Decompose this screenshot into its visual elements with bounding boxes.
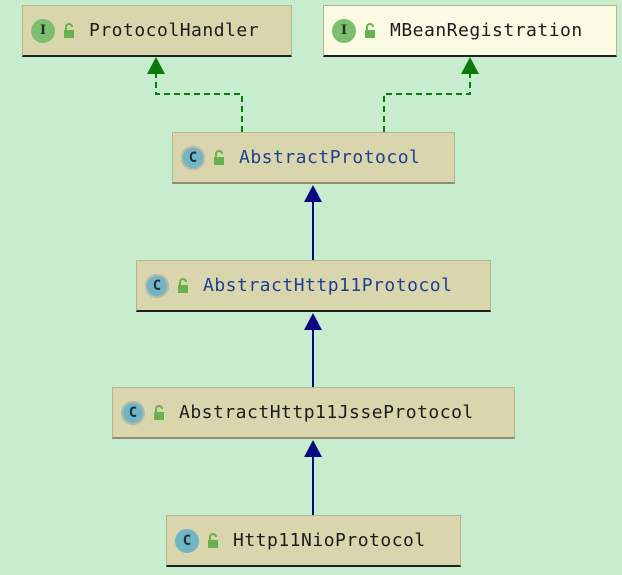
node-abstract-http11-protocol[interactable]: C AbstractHttp11Protocol — [136, 260, 491, 312]
node-label: AbstractProtocol — [239, 147, 421, 168]
node-label: MBeanRegistration — [390, 20, 583, 41]
abstract-class-icon: C — [181, 145, 205, 170]
public-lock-icon — [154, 404, 164, 420]
public-lock-icon — [214, 149, 224, 165]
arrowhead-http11-nio-protocol-to-abstract-http11-jsse-protocol — [304, 440, 322, 457]
node-protocol-handler[interactable]: I ProtocolHandler — [22, 5, 292, 57]
interface-icon: I — [31, 18, 55, 43]
public-lock-icon — [64, 22, 74, 38]
edge-implements-abstract-protocol-to-mbean-registration — [383, 74, 471, 132]
public-lock-icon — [208, 532, 218, 548]
node-mbean-registration[interactable]: I MBeanRegistration — [323, 5, 617, 57]
node-abstract-protocol[interactable]: C AbstractProtocol — [172, 132, 455, 184]
arrowhead-abstract-http11-jsse-protocol-to-abstract-http11-protocol — [304, 313, 322, 330]
node-label: AbstractHttp11JsseProtocol — [179, 402, 474, 423]
node-label: ProtocolHandler — [89, 20, 260, 41]
arrowhead-abstract-protocol-to-protocol-handler — [147, 57, 165, 74]
arrowhead-abstract-protocol-to-mbean-registration — [461, 57, 479, 74]
interface-icon: I — [332, 18, 356, 43]
public-lock-icon — [365, 22, 375, 38]
edge-implements-abstract-protocol-to-protocol-handler — [155, 74, 243, 132]
node-label: AbstractHttp11Protocol — [203, 275, 453, 296]
node-abstract-http11-jsse-protocol[interactable]: C AbstractHttp11JsseProtocol — [112, 387, 515, 439]
abstract-class-icon: C — [121, 400, 145, 425]
abstract-class-icon: C — [145, 273, 169, 298]
node-label: Http11NioProtocol — [233, 530, 426, 551]
arrowhead-abstract-http11-protocol-to-abstract-protocol — [304, 185, 322, 202]
class-icon: C — [175, 528, 199, 553]
node-http11-nio-protocol[interactable]: C Http11NioProtocol — [166, 515, 461, 567]
public-lock-icon — [178, 277, 188, 293]
